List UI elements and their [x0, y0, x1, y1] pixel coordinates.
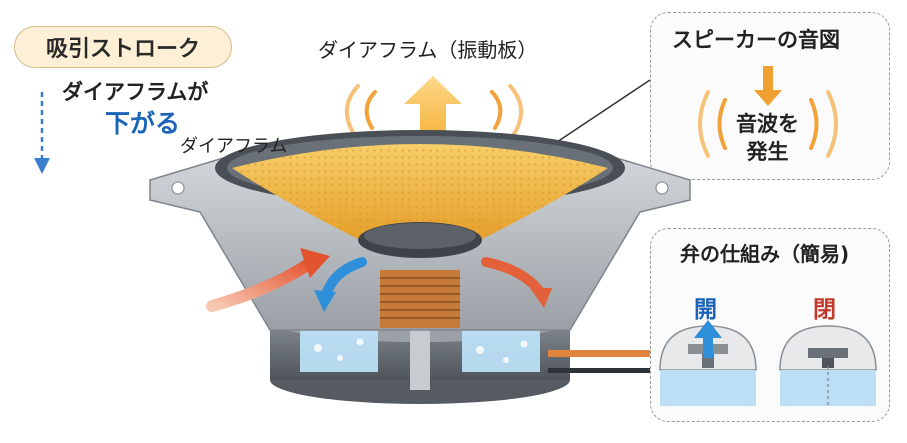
speaker-box-title: スピーカーの音図 — [672, 28, 840, 52]
sound-wave-icon — [698, 66, 838, 158]
outlet-pipes — [548, 350, 658, 373]
speaker-box-body-line1: 音波を — [736, 112, 799, 136]
suction-arrow-left-icon — [314, 257, 367, 312]
valve-closed-diagram — [779, 325, 877, 406]
stroke-label: 吸引ストローク — [14, 26, 232, 68]
inflow-arrow-icon — [206, 248, 330, 312]
diaphragm-label: ダイアフラム — [180, 136, 288, 157]
valve-closed-label: 閉 — [813, 297, 836, 323]
valve-box-title: 弁の仕組み（簡易) — [680, 242, 850, 266]
outflow-arrow-right-icon — [481, 257, 552, 308]
leader-line — [547, 79, 651, 149]
speaker-box-body-line2: 発生 — [746, 140, 789, 164]
diaphragm-status-line1: ダイアフラムが — [62, 80, 209, 104]
voice-coil — [380, 270, 460, 328]
downward-stroke-arrow-icon — [34, 92, 50, 174]
diaphragm-up-arrow-icon — [345, 76, 523, 140]
diaphragm-top-label: ダイアフラム（振動板） — [318, 38, 538, 62]
diaphragm-cone — [232, 144, 608, 258]
valve-open-diagram — [659, 320, 757, 406]
valve-open-label: 開 — [694, 297, 717, 323]
speaker-box-body: 音波を 発生 — [736, 110, 799, 166]
diaphragm-status-line2: 下がる — [105, 109, 181, 138]
